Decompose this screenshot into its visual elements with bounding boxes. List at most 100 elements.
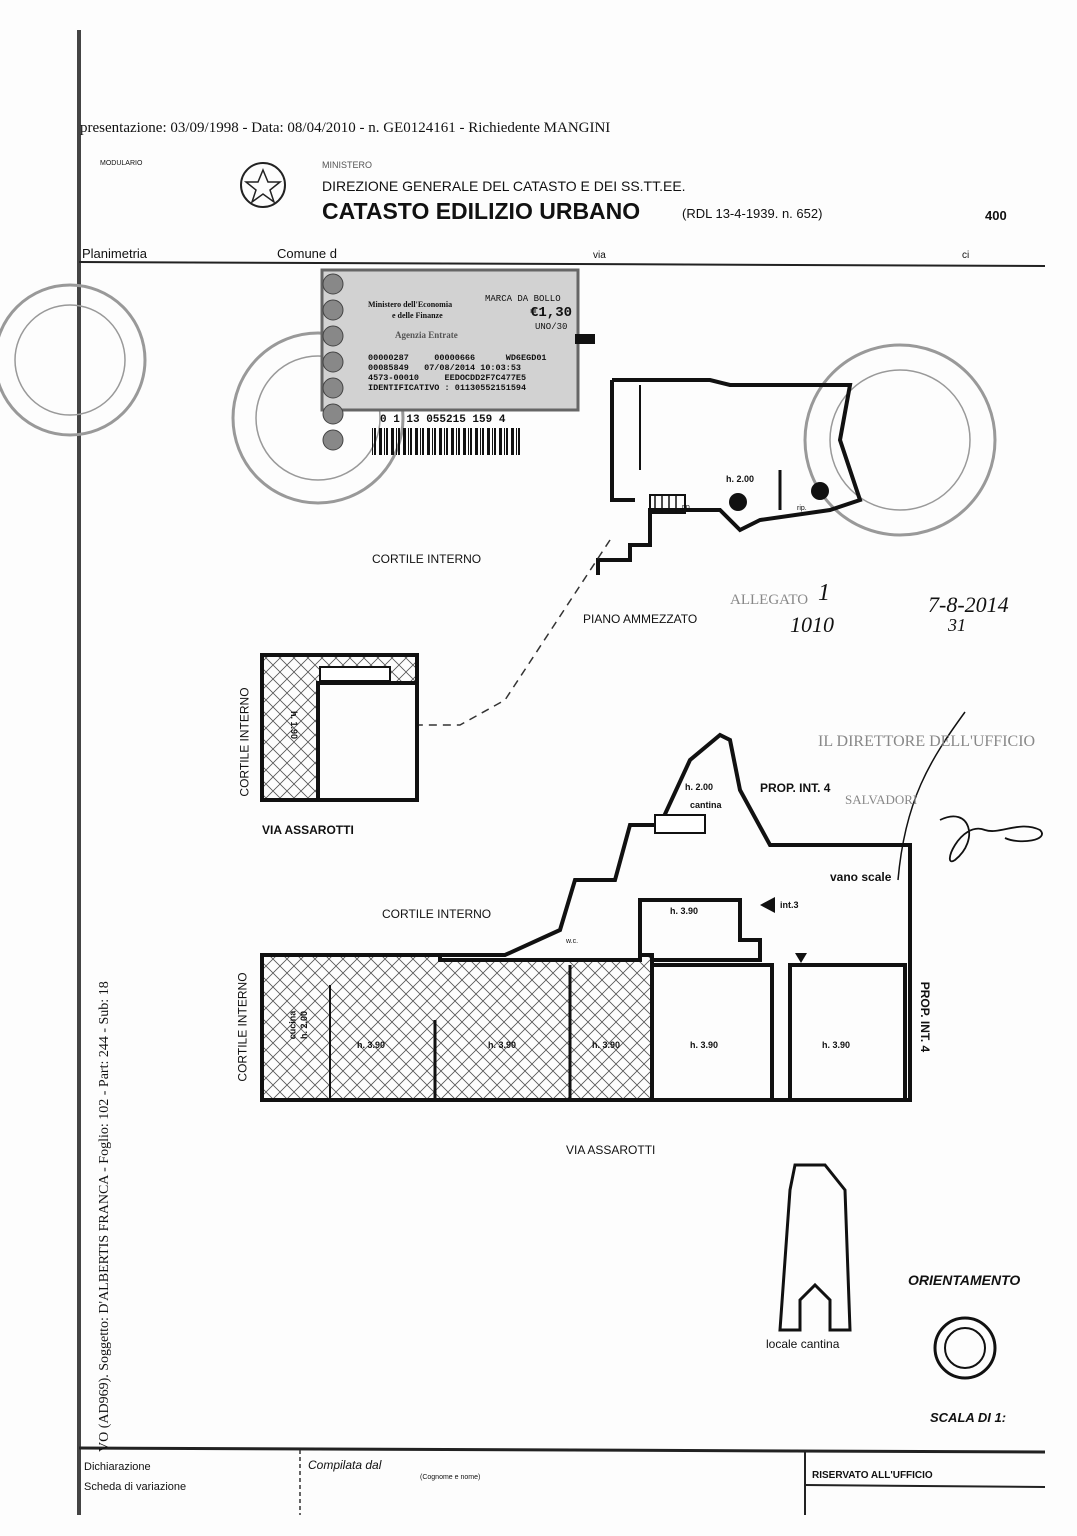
barcode-bar [403, 428, 406, 455]
subject-side-text: VO (AD969). Soggetto: D'ALBERTIS FRANCA … [97, 981, 112, 1452]
room-height: h. 3.90 [357, 1040, 386, 1050]
stamp-identifier: IDENTIFICATIVO : 01130552151594 [368, 383, 527, 393]
street-label-main: VIA ASSAROTTI [566, 1143, 656, 1157]
republic-emblem [240, 162, 286, 208]
courtyard-label: CORTILE INTERNO [372, 552, 482, 566]
small-plan-height: h. 1.90 [289, 710, 300, 740]
barcode-bar [422, 428, 424, 455]
dichiarazione-label: Dichiarazione [84, 1461, 151, 1473]
stamp-code-row: 4573-00010 EEDOCDD2F7C477E5 [368, 373, 527, 383]
allegato-label: ALLEGATO [730, 592, 809, 608]
entrance-label: int.3 [780, 900, 799, 910]
neighbor-label-vertical: PROP. INT. 4 [918, 981, 933, 1053]
cellar-plan [778, 1163, 852, 1332]
barcode-bar [386, 428, 388, 455]
kitchen-height: h. 2.00 [299, 1010, 310, 1040]
stamp-issuer-1: Ministero dell'Economia [368, 300, 453, 309]
mezzanine-height: h. 2.00 [726, 474, 755, 484]
kitchen-label: cucina [287, 1010, 298, 1040]
barcode-bar [427, 428, 430, 455]
office-reserved-label: RISERVATO ALL'UFFICIO [812, 1470, 933, 1481]
stamp-amount: €1,30 [530, 305, 573, 321]
direction-label: DIREZIONE GENERALE DEL CATASTO E DEI SS.… [322, 178, 686, 194]
footer-divider [78, 1446, 1046, 1454]
cellar-room-label: locale cantina [766, 1337, 840, 1351]
mezzanine-stairs [654, 495, 677, 513]
barcode-bar [518, 428, 520, 455]
scale-label: SCALA DI 1: [930, 1410, 1007, 1425]
barcode-bar [494, 428, 496, 455]
barcode-bar [516, 428, 517, 455]
signature-stroke [897, 711, 966, 881]
barcode-bar [458, 428, 460, 455]
law-reference: (RDL 13-4-1939. n. 652) [682, 206, 823, 221]
barcode-bar [511, 428, 514, 455]
barcode-bar [384, 428, 385, 455]
barcode-bar [499, 428, 502, 455]
marker-dot [729, 493, 747, 511]
barcode-bar [415, 428, 418, 455]
office-seal-right [803, 343, 997, 537]
barcode-bar [379, 428, 382, 455]
entrance-arrow [760, 897, 775, 913]
barcode-bar [408, 428, 409, 455]
stamp-dark-tab [575, 334, 595, 344]
stairwell-label: vano scale [830, 870, 892, 884]
cellar-height: h. 2.00 [685, 782, 714, 792]
barcode-bar [391, 428, 394, 455]
dashed-projection-line [418, 539, 611, 726]
hall-height: h. 3.90 [670, 906, 699, 916]
stamp-codes: 00000287 00000666 WD6EGD01 00085849 07/0… [368, 353, 547, 393]
door-arrow [795, 953, 807, 963]
barcode-bar [456, 428, 457, 455]
neighbor-label: PROP. INT. 4 [760, 781, 831, 795]
barcode-bar [506, 428, 508, 455]
wc-label: w.c. [566, 938, 579, 945]
raccolta-number: 31 [948, 615, 966, 635]
barcode-bar [444, 428, 445, 455]
rip-label: rip. [682, 504, 692, 511]
handwritten-date: 7-8-2014 [928, 592, 1009, 617]
barcode-bar [398, 428, 400, 455]
stamp-sub: UNO/30 [535, 322, 568, 332]
barcode-bar [410, 428, 412, 455]
barcode [372, 428, 520, 455]
barcode-bar [475, 428, 478, 455]
room-height: h. 3.90 [822, 1040, 851, 1050]
barcode-bar [451, 428, 454, 455]
stamp-code-row: 00000287 00000666 WD6EGD01 [368, 353, 547, 363]
via-label: via [593, 250, 606, 261]
ground-floor-plan [260, 732, 912, 1102]
scheda-label: Scheda di variazione [84, 1481, 187, 1493]
room-height: h. 3.90 [690, 1040, 719, 1050]
barcode-bar [372, 428, 373, 455]
comune-label: Comune d [277, 246, 337, 261]
small-plan [260, 653, 419, 802]
director-name: SALVADORI [845, 792, 918, 807]
civico-label: ci [962, 250, 970, 261]
barcode-bar [492, 428, 493, 455]
barcode-bar [468, 428, 469, 455]
repertorio-number: 1010 [790, 612, 834, 637]
orientation-compass-icon [933, 1316, 997, 1380]
director-stamp: IL DIRETTORE DELL'UFFICIO [818, 733, 1036, 750]
rip-label: rip. [797, 505, 807, 512]
document-title: CATASTO EDILIZIO URBANO [322, 198, 641, 224]
courtyard-label-vertical-main: CORTILE INTERNO [235, 972, 250, 1082]
stamp-issuer-2: e delle Finanze [392, 311, 443, 320]
compiled-by-label: Compilata dal [308, 1458, 382, 1472]
barcode-bar [482, 428, 484, 455]
barcode-bar [504, 428, 505, 455]
mezzanine-label: PIANO AMMEZZATO [583, 612, 698, 626]
modulario-label: MODULARIO [100, 160, 143, 167]
barcode-bar [396, 428, 397, 455]
barcode-bar [470, 428, 472, 455]
stamp-agency: Agenzia Entrate [395, 330, 458, 340]
stamp-type: MARCA DA BOLLO [485, 294, 561, 304]
barcode-bar [480, 428, 481, 455]
barcode-bar [434, 428, 436, 455]
stamp-code-row: 00085849 07/08/2014 10:03:53 [368, 363, 522, 373]
signature [939, 815, 1043, 863]
barcode-bar [439, 428, 442, 455]
presentation-line: presentazione: 03/09/1998 - Data: 08/04/… [80, 120, 611, 136]
